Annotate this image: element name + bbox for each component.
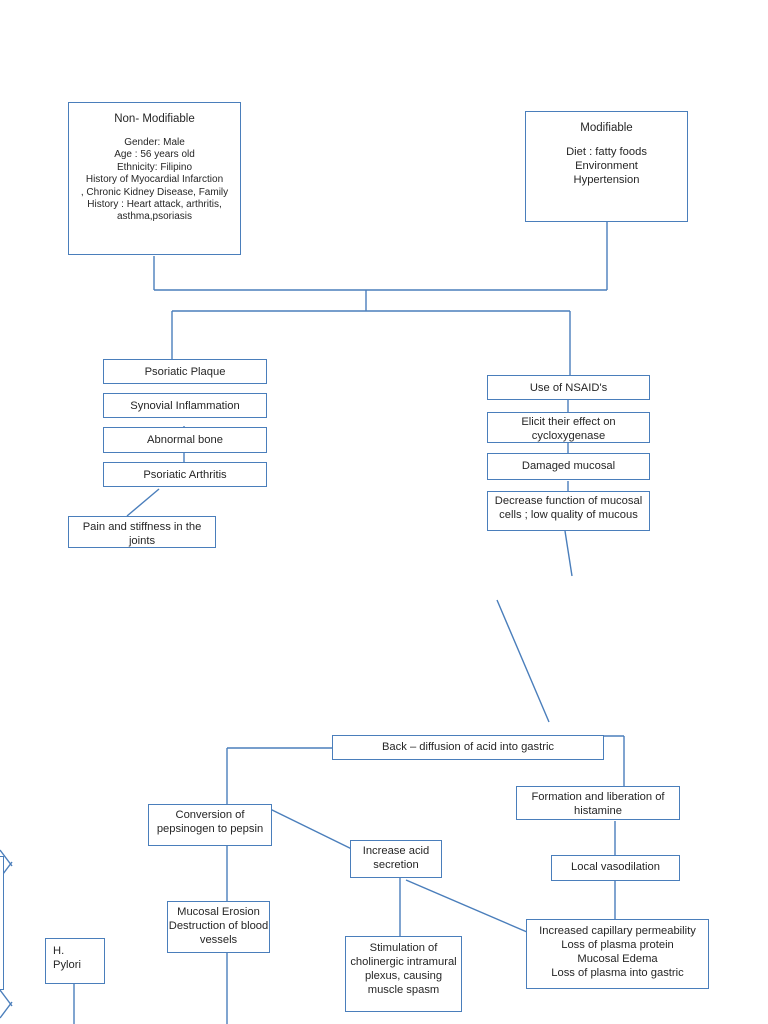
- node-psoriatic-arthritis[interactable]: Psoriatic Arthritis: [103, 462, 267, 487]
- node-non-modifiable[interactable]: Non- Modifiable Gender: Male Age : 56 ye…: [68, 102, 241, 255]
- decrease-function-label: Decrease function of mucosal cells ; low…: [494, 495, 643, 521]
- elicit-effect-label: Elicit their effect on cycloxygenase: [521, 416, 616, 442]
- wire-left-edge-d: [0, 1001, 13, 1019]
- local-vasodilation-label: Local vasodilation: [571, 861, 660, 873]
- node-conversion-pepsinogen[interactable]: Conversion of pepsinogen to pepsin: [148, 804, 272, 846]
- psoriatic-plaque-label: Psoriatic Plaque: [144, 366, 226, 378]
- formation-histamine-label: Formation and liberation of histamine: [531, 791, 665, 817]
- h-pylori-label: H. Pylori: [53, 945, 81, 971]
- node-stimulation-cholinergic[interactable]: Stimulation of cholinergic intramural pl…: [345, 936, 462, 1012]
- increase-acid-label: Increase acid secretion: [362, 845, 430, 871]
- node-psoriatic-plaque[interactable]: Psoriatic Plaque: [103, 359, 267, 384]
- node-back-diffusion[interactable]: Back – diffusion of acid into gastric: [332, 735, 604, 760]
- node-increased-capillary[interactable]: Increased capillary permeability Loss of…: [526, 919, 709, 989]
- psoriatic-arthritis-label: Psoriatic Arthritis: [143, 469, 227, 481]
- pain-stiffness-label: Pain and stiffness in the joints: [82, 521, 202, 547]
- node-damaged-mucosal[interactable]: Damaged mucosal: [487, 453, 650, 480]
- wire-arthritis-pain: [126, 488, 160, 517]
- wire-increase-capillary: [405, 879, 528, 933]
- mucosal-erosion-label: Mucosal Erosion Destruction of blood ves…: [168, 906, 269, 946]
- node-elicit-effect[interactable]: Elicit their effect on cycloxygenase: [487, 412, 650, 443]
- wire-decrease-diag-a: [564, 530, 573, 577]
- conversion-pepsinogen-label: Conversion of pepsinogen to pepsin: [156, 809, 264, 835]
- node-abnormal-bone[interactable]: Abnormal bone: [103, 427, 267, 453]
- node-decrease-function[interactable]: Decrease function of mucosal cells ; low…: [487, 491, 650, 531]
- wire-left-edge-c: [0, 989, 13, 1007]
- modifiable-heading: Modifiable: [580, 122, 633, 134]
- non-modifiable-body: Gender: Male Age : 56 years old Ethnicit…: [80, 137, 229, 223]
- node-use-of-nsaids[interactable]: Use of NSAID's: [487, 375, 650, 400]
- node-h-pylori[interactable]: H. Pylori: [45, 938, 105, 984]
- node-increase-acid[interactable]: Increase acid secretion: [350, 840, 442, 878]
- node-left-edge-clipped[interactable]: [0, 856, 4, 990]
- node-modifiable[interactable]: Modifiable Diet : fatty foods Environmen…: [525, 111, 688, 222]
- wire-decrease-diag-b: [496, 599, 550, 723]
- node-synovial-inflammation[interactable]: Synovial Inflammation: [103, 393, 267, 418]
- synovial-inflammation-label: Synovial Inflammation: [130, 400, 240, 412]
- damaged-mucosal-label: Damaged mucosal: [521, 460, 616, 472]
- use-of-nsaids-label: Use of NSAID's: [529, 382, 608, 394]
- abnormal-bone-label: Abnormal bone: [147, 434, 223, 446]
- node-formation-histamine[interactable]: Formation and liberation of histamine: [516, 786, 680, 820]
- node-pain-stiffness[interactable]: Pain and stiffness in the joints: [68, 516, 216, 548]
- non-modifiable-heading: Non- Modifiable: [114, 113, 195, 125]
- increased-capillary-label: Increased capillary permeability Loss of…: [539, 925, 696, 979]
- modifiable-body: Diet : fatty foods Environment Hypertens…: [566, 146, 647, 186]
- node-local-vasodilation[interactable]: Local vasodilation: [551, 855, 680, 881]
- node-mucosal-erosion[interactable]: Mucosal Erosion Destruction of blood ves…: [167, 901, 270, 953]
- stimulation-cholinergic-label: Stimulation of cholinergic intramural pl…: [350, 942, 457, 996]
- back-diffusion-label: Back – diffusion of acid into gastric: [381, 741, 555, 753]
